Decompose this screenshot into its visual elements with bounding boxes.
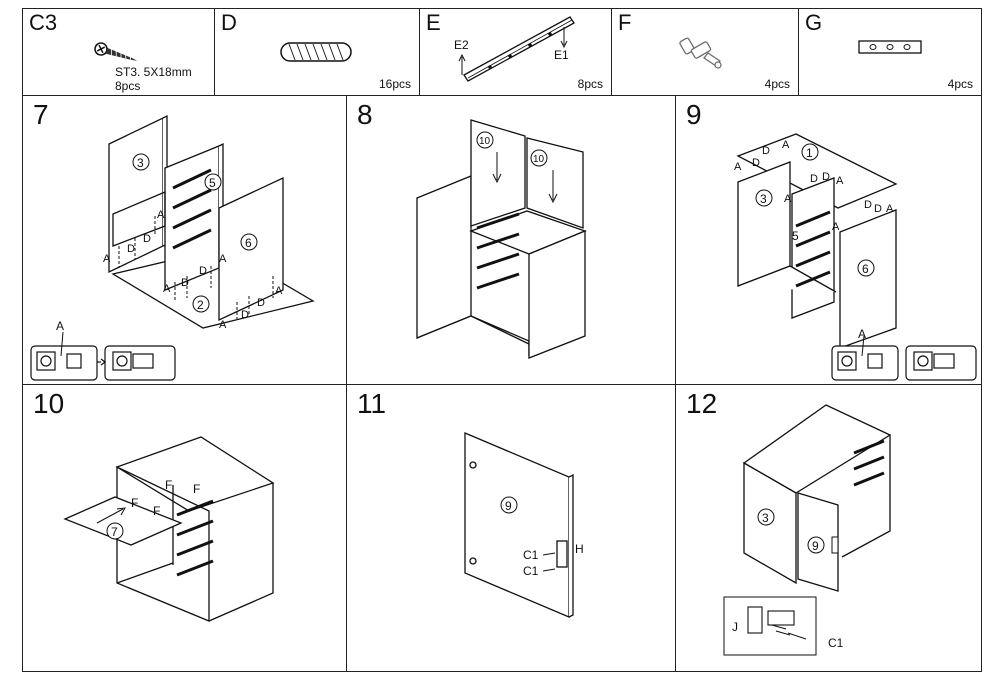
fitting-label-d: D bbox=[752, 157, 760, 169]
step-10-illustration: 7 F F F F bbox=[63, 436, 275, 622]
fitting-label-a: A bbox=[734, 161, 742, 173]
part-cell-c3: C3 ST3. 5X18mm 8pcs bbox=[22, 8, 215, 96]
fitting-label-a: A bbox=[832, 221, 840, 233]
part-label-3: 3 bbox=[760, 192, 767, 206]
part-label-3: 3 bbox=[762, 511, 769, 525]
step-8-panel: 8 10 10 bbox=[346, 95, 676, 385]
step-number: 12 bbox=[686, 388, 718, 419]
part-label-10: 10 bbox=[533, 154, 545, 165]
step-number: 11 bbox=[357, 388, 387, 419]
step-9-illustration: 1 3 5 6 A D D A D D A A D D A A bbox=[734, 133, 977, 381]
step-8-illustration: 10 10 bbox=[416, 119, 587, 359]
fitting-label-d: D bbox=[874, 203, 882, 215]
part-label-9: 9 bbox=[812, 539, 819, 553]
fitting-label-a: A bbox=[886, 203, 894, 215]
part-quantity: 4pcs bbox=[947, 77, 973, 91]
shelf-pin-icon bbox=[679, 37, 722, 69]
shelf-pin-label-f: F bbox=[131, 496, 138, 510]
part-label-6: 6 bbox=[245, 236, 252, 250]
step-number: 9 bbox=[686, 99, 702, 130]
shelf-pin-label-f: F bbox=[153, 504, 160, 518]
step-11-illustration: 9 C1 C1 H bbox=[464, 432, 584, 618]
cam-lock-label-a: A bbox=[858, 327, 866, 341]
step-number: 7 bbox=[33, 99, 49, 130]
screw-icon bbox=[94, 42, 138, 61]
fitting-label-d: D bbox=[181, 277, 189, 289]
fitting-label-d: D bbox=[241, 309, 249, 321]
screw-label-c1: C1 bbox=[828, 636, 844, 650]
cam-lock-label-a: A bbox=[56, 319, 64, 333]
shelf-pin-label-f: F bbox=[193, 482, 200, 496]
part-label-1: 1 bbox=[806, 146, 813, 160]
part-quantity: 16pcs bbox=[378, 77, 411, 91]
step-number: 8 bbox=[357, 99, 373, 130]
fitting-label-d: D bbox=[143, 233, 151, 245]
fitting-label-d: D bbox=[762, 145, 770, 157]
part-code: F bbox=[618, 10, 632, 35]
bracket-plate-icon bbox=[858, 40, 922, 54]
dowel-icon bbox=[280, 42, 352, 62]
part-label-5: 5 bbox=[209, 176, 216, 190]
part-code: D bbox=[221, 10, 237, 35]
slide-label-e2: E2 bbox=[454, 38, 469, 52]
screw-label-c1: C1 bbox=[523, 548, 539, 562]
shelf-pin-label-f: F bbox=[165, 478, 172, 492]
fitting-label-d: D bbox=[257, 297, 265, 309]
fitting-label-a: A bbox=[836, 175, 844, 187]
part-quantity: 4pcs bbox=[764, 77, 790, 91]
step-7-illustration: 3 5 6 2 A D A D A D D A A D D A bbox=[30, 114, 315, 381]
fitting-label-d: D bbox=[864, 199, 872, 211]
fitting-label-a: A bbox=[784, 193, 792, 205]
part-code: E bbox=[426, 10, 441, 35]
step-12-illustration: 3 9 J C1 bbox=[723, 404, 892, 656]
part-quantity: 8pcs bbox=[115, 79, 141, 93]
fitting-label-d: D bbox=[199, 265, 207, 277]
part-quantity: 8pcs bbox=[577, 77, 603, 91]
screw-label-c1: C1 bbox=[523, 564, 539, 578]
step-12-panel: 12 3 9 J C1 bbox=[675, 384, 982, 672]
part-cell-f: F 4pcs bbox=[611, 8, 799, 96]
fitting-label-a: A bbox=[219, 253, 227, 265]
part-label-9: 9 bbox=[505, 499, 512, 513]
part-label-10: 10 bbox=[479, 136, 491, 147]
fitting-label-a: A bbox=[163, 283, 171, 295]
part-cell-g: G 4pcs bbox=[798, 8, 982, 96]
fitting-label-d: D bbox=[127, 243, 135, 255]
fitting-label-d: D bbox=[822, 171, 830, 183]
part-cell-d: D 16pcs bbox=[214, 8, 420, 96]
part-code: C3 bbox=[29, 10, 58, 35]
fitting-label-d: D bbox=[810, 173, 818, 185]
step-number: 10 bbox=[33, 388, 65, 419]
handle-label-h: H bbox=[575, 542, 584, 556]
part-spec: ST3. 5X18mm bbox=[115, 65, 192, 79]
part-cell-e: E E2 E1 8pcs bbox=[419, 8, 612, 96]
part-label-3: 3 bbox=[137, 156, 144, 170]
step-10-panel: 10 7 F F F F bbox=[22, 384, 347, 672]
fitting-label-a: A bbox=[275, 285, 283, 297]
step-7-panel: 7 bbox=[22, 95, 347, 385]
fitting-label-a: A bbox=[219, 319, 227, 331]
fitting-label-a: A bbox=[103, 253, 111, 265]
part-label-5: 5 bbox=[792, 229, 799, 243]
part-label-7: 7 bbox=[111, 525, 118, 539]
slide-label-e1: E1 bbox=[554, 48, 569, 62]
step-11-panel: 11 9 C1 C1 H bbox=[346, 384, 676, 672]
drawer-slide-icon: E2 E1 bbox=[454, 16, 575, 82]
part-label-6: 6 bbox=[862, 262, 869, 276]
fitting-label-a: A bbox=[157, 209, 165, 221]
fitting-label-a: A bbox=[782, 139, 790, 151]
part-label-2: 2 bbox=[197, 298, 204, 312]
hinge-label-j: J bbox=[732, 620, 738, 634]
part-code: G bbox=[805, 10, 823, 35]
step-9-panel: 9 1 3 5 6 A D D A D D A bbox=[675, 95, 982, 385]
